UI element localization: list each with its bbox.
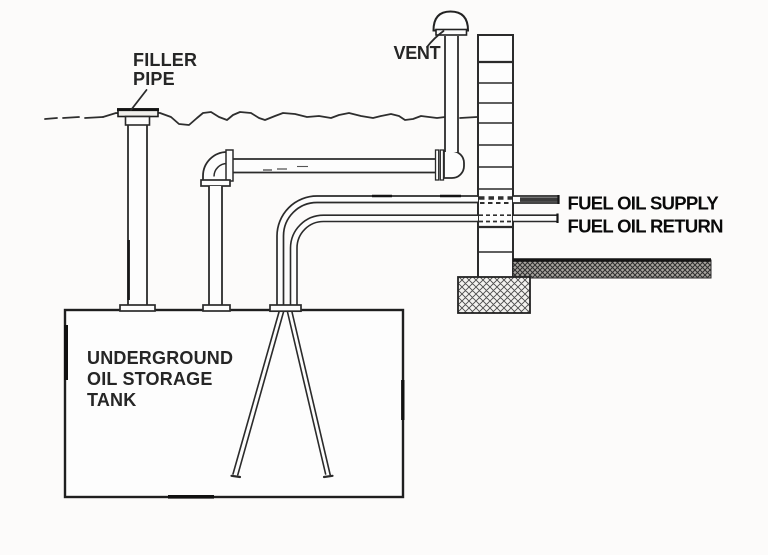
filler-pipe	[117, 108, 159, 312]
return-right-fill	[513, 216, 557, 221]
filler-pipe-body	[128, 124, 147, 307]
supply-dark-segment	[520, 197, 558, 202]
vent-left-elbow	[202, 151, 228, 182]
ground-dash	[62, 116, 80, 119]
supply-horizontal-fill	[317, 196, 478, 202]
right-leg-line	[291, 311, 331, 476]
left-leg-line	[237, 311, 285, 476]
left-leg-foot	[230, 474, 242, 479]
return-horizontal-fill	[323, 216, 478, 221]
labels: FILLER PIPE VENT FUEL OIL SUPPLY FUEL OI…	[87, 43, 724, 410]
supply-bend-inner	[282, 201, 318, 306]
return-bend-fill	[290, 215, 324, 306]
vent-leader-line	[426, 30, 445, 48]
return-bend-inner	[296, 220, 324, 306]
filler-pipe-label: PIPE	[133, 69, 175, 89]
vent-stack	[445, 36, 458, 152]
return-wall-pass-fill	[479, 213, 512, 223]
left-leg-line	[232, 311, 280, 475]
filler-tank-flange	[119, 304, 156, 312]
ground-line	[44, 111, 478, 126]
tank-suction-legs	[230, 311, 334, 479]
ground-dash	[84, 116, 104, 119]
brick-wall	[477, 34, 514, 279]
fuel-oil-return-pipe	[289, 213, 559, 306]
riser-tank-flange	[269, 304, 302, 313]
ground-wavy-line	[102, 111, 446, 126]
wall-outline	[477, 34, 514, 279]
return-bend-outer	[289, 214, 324, 306]
right-leg-line	[286, 311, 327, 475]
storage-tank	[63, 308, 405, 499]
slab-hatch	[512, 259, 712, 279]
vent-label: VENT	[394, 43, 441, 63]
fuel-oil-supply-label: FUEL OIL SUPPLY	[568, 193, 720, 214]
leader-lines	[130, 30, 445, 111]
ground-dash	[44, 117, 58, 120]
floor-slab	[512, 258, 712, 279]
right-leg-foot	[322, 474, 334, 479]
foundation-footing	[457, 276, 531, 314]
fuel-oil-supply-pipe	[276, 194, 560, 306]
filler-leader-line	[130, 89, 148, 111]
vent-elbow-side-flange	[225, 149, 234, 182]
supply-bend-outer	[276, 195, 318, 306]
fuel-oil-return-label: FUEL OIL RETURN	[568, 216, 724, 237]
vent-cap-flange	[435, 28, 468, 36]
filler-collar	[124, 115, 151, 126]
vent-right-flange-bar	[439, 149, 445, 181]
vent-right-elbow	[443, 150, 465, 179]
vent-piping	[200, 10, 470, 312]
tank-label: UNDERGROUND	[87, 348, 233, 368]
tank-outline	[63, 308, 405, 499]
supply-bend-fill	[277, 196, 317, 306]
filler-pipe-label: FILLER	[133, 50, 197, 70]
vent-cap-dome	[432, 10, 470, 32]
footing-hatch	[457, 276, 531, 314]
supply-wall-pass-fill	[479, 194, 512, 205]
vent-right-flange-bar	[434, 149, 440, 181]
ground-segment-near-wall	[459, 116, 478, 119]
vent-elbow-bottom-flange	[200, 179, 231, 187]
tank-label: OIL STORAGE	[87, 369, 213, 389]
vent-tank-flange	[202, 304, 231, 312]
tank-label: TANK	[87, 390, 136, 410]
vent-drop-pipe	[209, 186, 222, 306]
